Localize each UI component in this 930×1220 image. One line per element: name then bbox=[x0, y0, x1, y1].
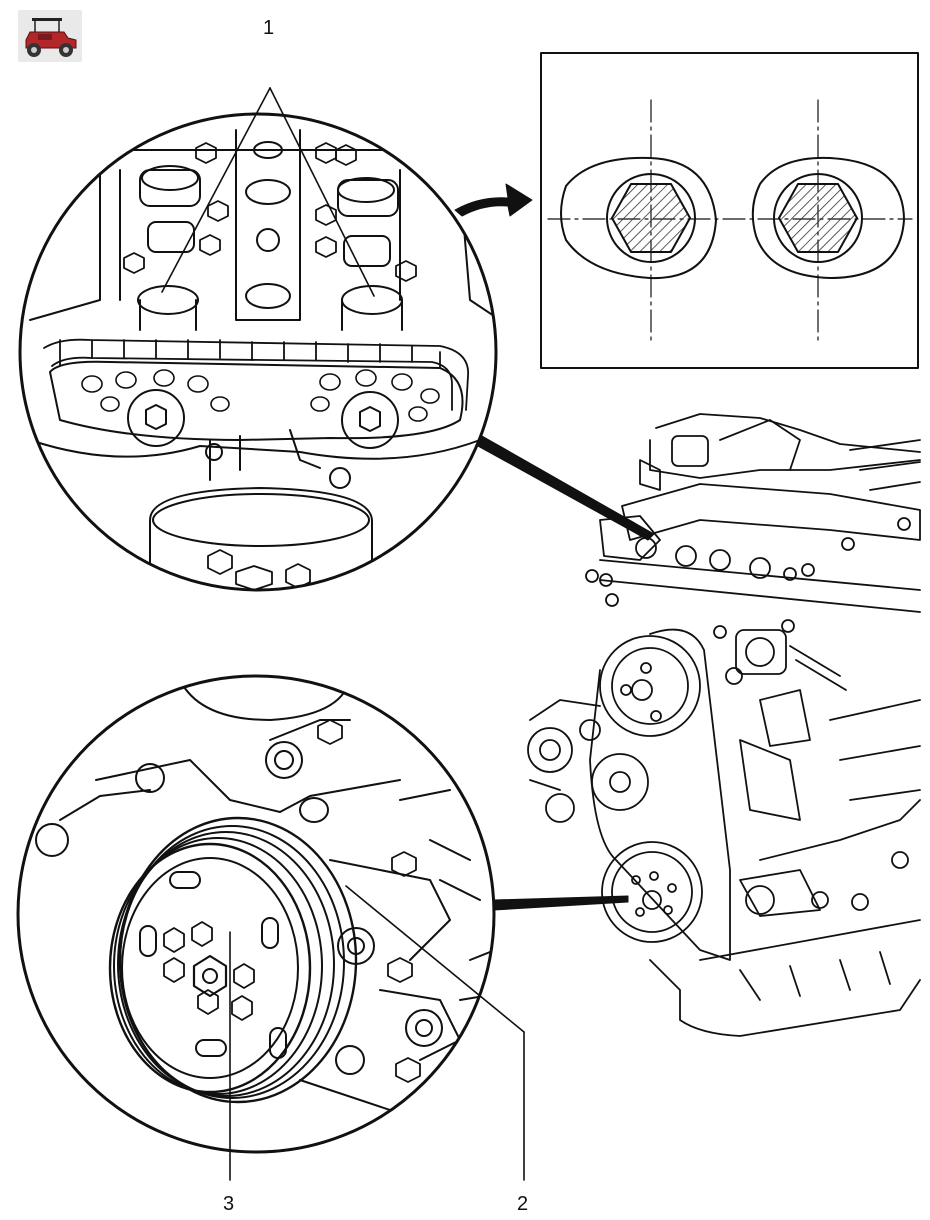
bottom-magnifier-pointer bbox=[493, 895, 629, 911]
vintage-car-logo-icon bbox=[18, 10, 82, 62]
crank-pulley-magnifier bbox=[16, 674, 496, 1154]
engine-assembly bbox=[527, 413, 921, 1037]
callout-label-2: 2 bbox=[517, 1193, 529, 1215]
callout-label-1: 1 bbox=[263, 17, 275, 39]
callout-label-3: 3 bbox=[223, 1193, 235, 1215]
camshaft-magnifier bbox=[18, 112, 498, 592]
top-magnifier-pointer bbox=[477, 435, 655, 541]
callout-2-leader bbox=[345, 885, 525, 1181]
alignment-detail-box bbox=[540, 52, 919, 369]
callout-1-leaders bbox=[161, 87, 375, 297]
pointer-arrow-icon bbox=[454, 183, 533, 217]
